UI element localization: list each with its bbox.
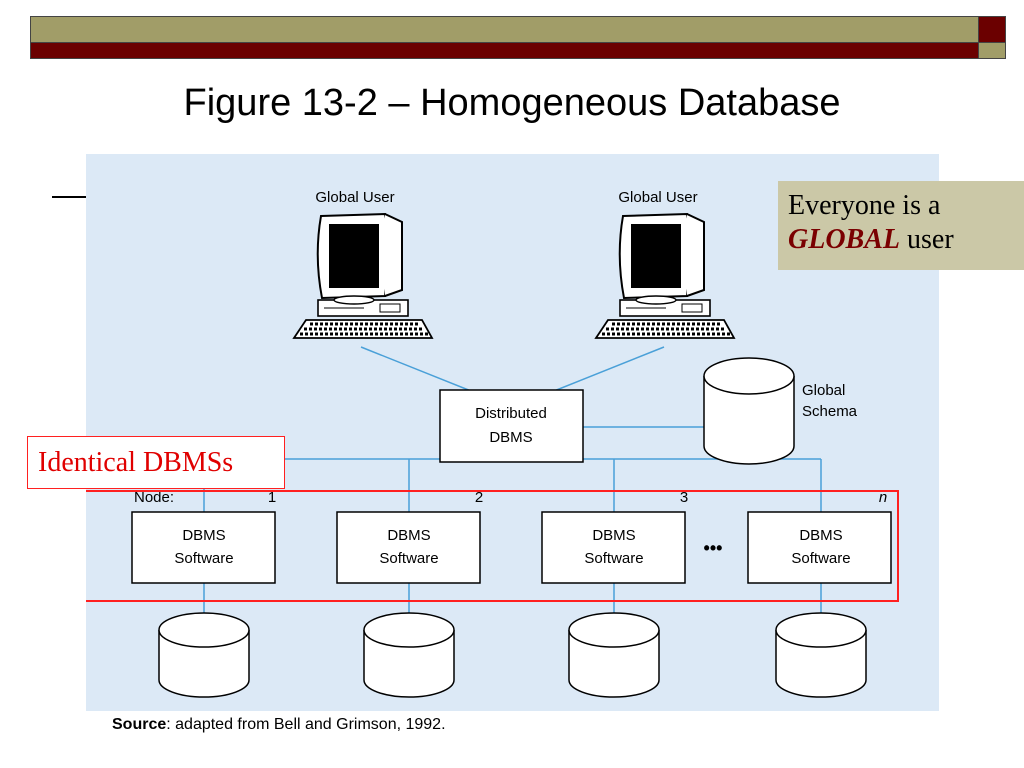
header-bar-maroon [30,42,980,59]
user1-connector [360,346,472,392]
dbms-software-box: DBMS Software [747,511,892,584]
dbms-software-line1: DBMS [182,527,225,544]
callout-emphasis: GLOBAL [788,224,900,255]
global-user-label-1: Global User [315,189,394,206]
callout-line1: Everyone is a [788,190,941,221]
node-number-1: 1 [268,489,276,506]
callout-rest: user [900,224,954,255]
source-text: : adapted from Bell and Grimson, 1992. [166,716,446,733]
local-database-cylinder [775,612,867,698]
global-user-callout: Everyone is a GLOBAL user [778,181,1024,270]
homogeneous-database-diagram: Global User Global User Distributed DBMS… [86,189,899,698]
dbms-software-box: DBMS Software [336,511,481,584]
header-bar-olive [30,16,980,44]
dbms-software-line2: Software [174,550,233,567]
node-number-n: n [879,489,887,506]
dbms-software-line1: DBMS [592,527,635,544]
dbms-software-box: DBMS Software [541,511,686,584]
ellipsis-dots: ••• [704,538,723,558]
identical-dbms-highlight-frame [86,490,899,602]
dbms-software-line1: DBMS [799,527,842,544]
identical-dbms-callout: Identical DBMSs [27,436,285,489]
header-corner-olive [978,42,1006,59]
dbms-software-line1: DBMS [387,527,430,544]
global-schema-cylinder: Global Schema [703,357,858,465]
bullet-stub-line [52,196,88,198]
distributed-dbms-box: Distributed DBMS [439,389,584,463]
computer-icon [292,212,434,339]
node-number-3: 3 [680,489,688,506]
source-label: Source [112,716,167,733]
user2-connector [553,346,665,392]
source-note: Source: adapted from Bell and Grimson, 1… [112,716,446,734]
callout-line2: GLOBAL user [788,223,1024,257]
global-schema-line2: Schema [802,403,858,420]
header-corner-maroon [978,16,1006,44]
node-label: Node: [134,489,174,506]
distributed-dbms-line1: Distributed [475,405,547,422]
global-schema-line1: Global [802,382,845,399]
local-database-cylinder [568,612,660,698]
dbms-software-line2: Software [791,550,850,567]
dbms-software-box: DBMS Software [131,511,276,584]
slide-title: Figure 13-2 – Homogeneous Database [183,82,841,124]
computer-icon [594,212,736,339]
local-database-cylinder [158,612,250,698]
dbms-software-line2: Software [584,550,643,567]
global-user-label-2: Global User [618,189,697,206]
dbms-software-line2: Software [379,550,438,567]
local-database-cylinder [363,612,455,698]
node-number-2: 2 [475,489,483,506]
distributed-dbms-line2: DBMS [489,429,532,446]
